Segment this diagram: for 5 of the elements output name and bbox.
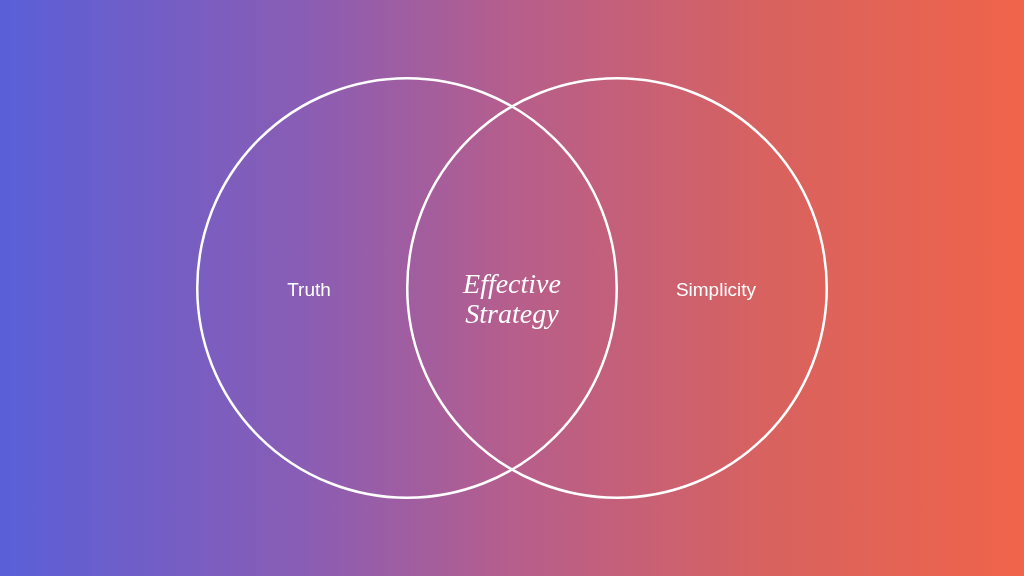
circle-label: Truth [287,279,331,301]
venn-circle [406,77,828,499]
circle-label: Simplicity [675,279,757,301]
overlap-label: Effective Strategy [461,269,562,329]
venn-circle [196,77,618,499]
